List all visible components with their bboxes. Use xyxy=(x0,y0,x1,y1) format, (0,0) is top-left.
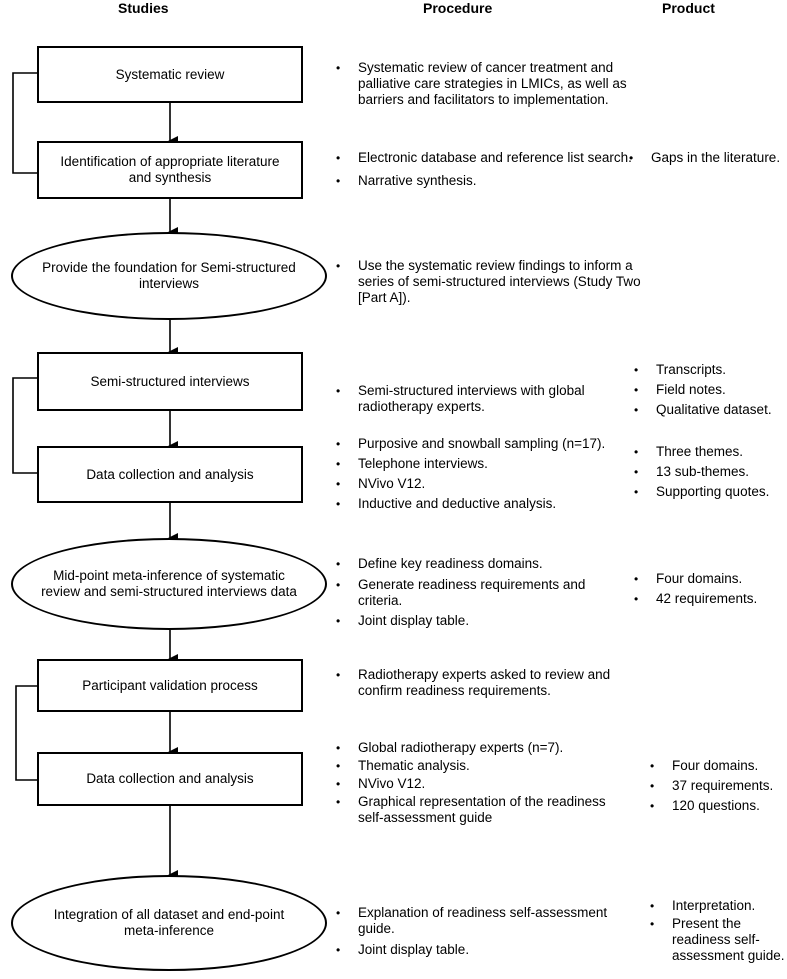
bullet-icon: • xyxy=(336,614,341,628)
node-semi-structured-interviews: Semi-structured interviews xyxy=(37,352,303,411)
bullet-icon: • xyxy=(634,592,639,606)
node-identification-literature: Identification of appropriate literature… xyxy=(37,141,303,199)
node-integration-meta-inference: Integration of all dataset and end-point… xyxy=(11,875,327,971)
bracket-1 xyxy=(12,72,37,174)
product-list-3: •Three themes. •13 sub-themes. •Supporti… xyxy=(630,444,785,502)
bullet-icon: • xyxy=(336,174,341,188)
bullet-icon: • xyxy=(634,465,639,479)
procedure-list-1: •Systematic review of cancer treatment a… xyxy=(332,60,632,110)
bullet-icon: • xyxy=(650,799,655,813)
bullet-icon: • xyxy=(650,779,655,793)
list-item: •Purposive and snowball sampling (n=17). xyxy=(336,436,606,451)
list-item: •13 sub-themes. xyxy=(634,464,750,479)
bullet-icon: • xyxy=(336,759,341,773)
procedure-list-7: •Radiotherapy experts asked to review an… xyxy=(332,667,632,701)
bullet-icon: • xyxy=(634,572,639,586)
bullet-icon: • xyxy=(336,777,341,791)
list-item: •Define key readiness domains. xyxy=(336,556,543,571)
node-data-collection-1: Data collection and analysis xyxy=(37,446,303,503)
product-list-6: •Interpretation. •Present the readiness … xyxy=(646,898,786,966)
list-item: •Three themes. xyxy=(634,444,744,459)
list-item: •Qualitative dataset. xyxy=(634,402,772,417)
bullet-icon: • xyxy=(336,259,341,273)
list-item: •Four domains. xyxy=(634,571,743,586)
list-item: •Narrative synthesis. xyxy=(336,173,477,188)
list-item: •Four domains. xyxy=(650,758,759,773)
list-item: •NVivo V12. xyxy=(336,776,426,791)
bullet-icon: • xyxy=(336,906,341,920)
list-item: •Generate readiness requirements and cri… xyxy=(336,577,586,608)
list-item: •Electronic database and reference list … xyxy=(336,150,632,165)
bullet-icon: • xyxy=(634,403,639,417)
product-list-1: •Gaps in the literature. xyxy=(625,150,785,168)
bullet-icon: • xyxy=(336,477,341,491)
list-item: •Graphical representation of the readine… xyxy=(336,794,606,825)
bullet-icon: • xyxy=(336,741,341,755)
bullet-icon: • xyxy=(336,151,341,165)
procedure-list-4: •Semi-structured interviews with global … xyxy=(332,383,632,417)
product-list-5: •Four domains. •37 requirements. •120 qu… xyxy=(646,758,786,816)
list-item: •Interpretation. xyxy=(650,898,756,913)
bullet-icon: • xyxy=(634,485,639,499)
list-item: •Semi-structured interviews with global … xyxy=(336,383,585,414)
list-item: •Global radiotherapy experts (n=7). xyxy=(336,740,564,755)
list-item: •Supporting quotes. xyxy=(634,484,770,499)
list-item: •Joint display table. xyxy=(336,942,470,957)
bullet-icon: • xyxy=(634,383,639,397)
list-item: •Thematic analysis. xyxy=(336,758,470,773)
list-item: •Gaps in the literature. xyxy=(629,150,781,165)
list-item: •Telephone interviews. xyxy=(336,456,488,471)
bullet-icon: • xyxy=(634,445,639,459)
list-item: •NVivo V12. xyxy=(336,476,426,491)
bullet-icon: • xyxy=(336,668,341,682)
bullet-icon: • xyxy=(650,899,655,913)
node-participant-validation: Participant validation process xyxy=(37,659,303,712)
list-item: •Explanation of readiness self-assessmen… xyxy=(336,905,608,936)
bullet-icon: • xyxy=(650,917,655,931)
bullet-icon: • xyxy=(650,759,655,773)
bullet-icon: • xyxy=(629,151,634,165)
bullet-icon: • xyxy=(634,363,639,377)
list-item: •Inductive and deductive analysis. xyxy=(336,496,557,511)
node-foundation-interviews: Provide the foundation for Semi-structur… xyxy=(11,232,327,320)
product-list-2: •Transcripts. •Field notes. •Qualitative… xyxy=(630,362,785,420)
list-item: •42 requirements. xyxy=(634,591,758,606)
list-item: •Use the systematic review findings to i… xyxy=(336,258,641,305)
node-mid-point-meta-inference: Mid-point meta-inference of systematic r… xyxy=(11,538,327,630)
product-list-4: •Four domains. •42 requirements. xyxy=(630,571,785,609)
header-product: Product xyxy=(662,0,715,16)
list-item: •120 questions. xyxy=(650,798,760,813)
list-item: •Radiotherapy experts asked to review an… xyxy=(336,667,611,698)
header-procedure: Procedure xyxy=(423,0,493,16)
node-data-collection-2: Data collection and analysis xyxy=(37,752,303,806)
bullet-icon: • xyxy=(336,795,341,809)
procedure-list-2: •Electronic database and reference list … xyxy=(332,150,632,191)
procedure-list-6: •Define key readiness domains. •Generate… xyxy=(332,556,622,631)
bullet-icon: • xyxy=(336,497,341,511)
procedure-list-5: •Purposive and snowball sampling (n=17).… xyxy=(332,436,622,514)
list-item: •Present the readiness self-assessment g… xyxy=(650,916,785,963)
bullet-icon: • xyxy=(336,61,341,75)
list-item: •Joint display table. xyxy=(336,613,470,628)
list-item: •37 requirements. xyxy=(650,778,774,793)
bullet-icon: • xyxy=(336,943,341,957)
procedure-list-8: •Global radiotherapy experts (n=7). •The… xyxy=(332,740,622,828)
bullet-icon: • xyxy=(336,384,341,398)
procedure-list-3: •Use the systematic review findings to i… xyxy=(332,258,652,308)
node-systematic-review: Systematic review xyxy=(37,46,303,103)
list-item: •Systematic review of cancer treatment a… xyxy=(336,60,627,107)
bracket-2 xyxy=(12,377,37,474)
list-item: •Field notes. xyxy=(634,382,726,397)
bullet-icon: • xyxy=(336,578,341,592)
bullet-icon: • xyxy=(336,437,341,451)
bullet-icon: • xyxy=(336,457,341,471)
bullet-icon: • xyxy=(336,557,341,571)
bracket-3 xyxy=(15,685,37,781)
procedure-list-9: •Explanation of readiness self-assessmen… xyxy=(332,905,632,960)
list-item: •Transcripts. xyxy=(634,362,727,377)
header-studies: Studies xyxy=(118,0,169,16)
